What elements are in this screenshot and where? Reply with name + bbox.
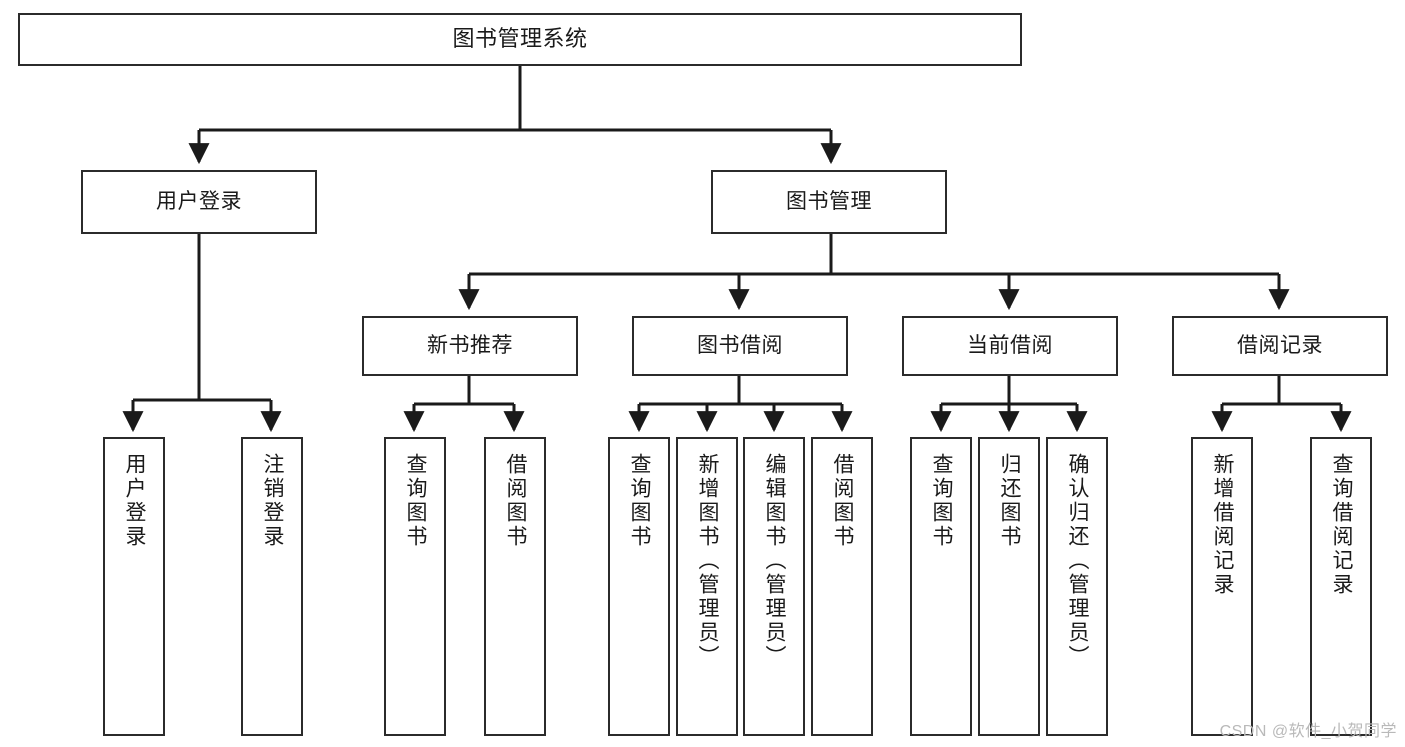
node-label: 编辑图书（管理员） <box>763 453 787 669</box>
node-label: 查询图书 <box>930 453 954 549</box>
leaf-borrow-books[interactable]: 借阅图书 <box>811 437 873 736</box>
leaf-query-books-current[interactable]: 查询图书 <box>910 437 972 736</box>
node-label: 注销登录 <box>261 453 285 549</box>
node-label: 查询借阅记录 <box>1330 453 1354 597</box>
leaf-confirm-return-admin[interactable]: 确认归还（管理员） <box>1046 437 1108 736</box>
leaf-logout[interactable]: 注销登录 <box>241 437 303 736</box>
watermark-csdn: CSDN @软件_小贺同学 <box>1219 723 1397 740</box>
node-label: 图书管理系统 <box>452 26 588 52</box>
leaf-query-borrow-record[interactable]: 查询借阅记录 <box>1310 437 1372 736</box>
leaf-query-books-borrow[interactable]: 查询图书 <box>608 437 670 736</box>
leaf-return-books[interactable]: 归还图书 <box>978 437 1040 736</box>
node-label: 借阅图书 <box>831 453 855 549</box>
node-label: 查询图书 <box>404 453 428 549</box>
node-label: 新书推荐 <box>427 334 513 358</box>
node-label: 图书管理 <box>786 190 872 214</box>
node-label: 新增图书（管理员） <box>696 453 720 669</box>
node-borrow-records[interactable]: 借阅记录 <box>1172 316 1388 376</box>
leaf-user-login[interactable]: 用户登录 <box>103 437 165 736</box>
node-user-login[interactable]: 用户登录 <box>81 170 317 234</box>
leaf-borrow-books-recommend[interactable]: 借阅图书 <box>484 437 546 736</box>
node-current-borrowing[interactable]: 当前借阅 <box>902 316 1118 376</box>
node-label: 图书借阅 <box>697 334 783 358</box>
leaf-query-books-recommend[interactable]: 查询图书 <box>384 437 446 736</box>
node-root-book-management-system[interactable]: 图书管理系统 <box>18 13 1022 66</box>
node-label: 确认归还（管理员） <box>1066 453 1090 669</box>
node-label: 查询图书 <box>628 453 652 549</box>
node-book-borrowing[interactable]: 图书借阅 <box>632 316 848 376</box>
node-label: 新增借阅记录 <box>1211 453 1235 597</box>
node-label: 用户登录 <box>123 453 147 549</box>
node-new-book-recommendation[interactable]: 新书推荐 <box>362 316 578 376</box>
node-book-management[interactable]: 图书管理 <box>711 170 947 234</box>
node-label: 归还图书 <box>998 453 1022 549</box>
node-label: 借阅记录 <box>1237 334 1323 358</box>
leaf-add-borrow-record[interactable]: 新增借阅记录 <box>1191 437 1253 736</box>
node-label: 当前借阅 <box>967 334 1053 358</box>
node-label: 用户登录 <box>156 190 242 214</box>
leaf-add-book-admin[interactable]: 新增图书（管理员） <box>676 437 738 736</box>
node-label: 借阅图书 <box>504 453 528 549</box>
leaf-edit-book-admin[interactable]: 编辑图书（管理员） <box>743 437 805 736</box>
